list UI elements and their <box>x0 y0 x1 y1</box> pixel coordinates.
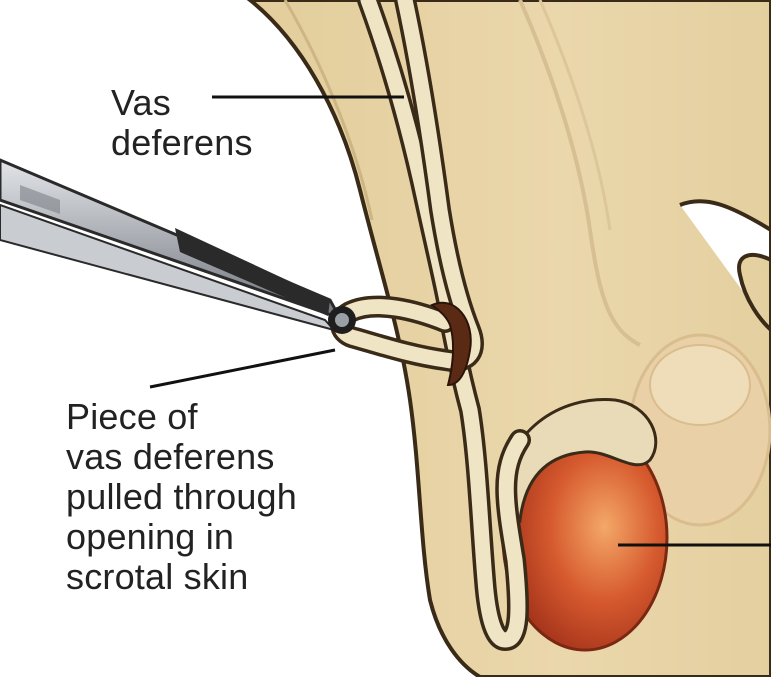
piece-label-line-1: Piece of <box>66 397 297 437</box>
piece-label: Piece of vas deferens pulled through ope… <box>66 397 297 597</box>
forceps-icon <box>0 160 356 334</box>
vas-label-line-2: deferens <box>111 123 253 163</box>
piece-label-line-3: pulled through <box>66 477 297 517</box>
vas-label-line-1: Vas <box>111 83 253 123</box>
vas-deferens-label: Vas deferens <box>111 83 253 163</box>
piece-label-line-2: vas deferens <box>66 437 297 477</box>
piece-label-line-5: scrotal skin <box>66 557 297 597</box>
piece-label-line-4: opening in <box>66 517 297 557</box>
piece-leader-line <box>150 350 335 387</box>
